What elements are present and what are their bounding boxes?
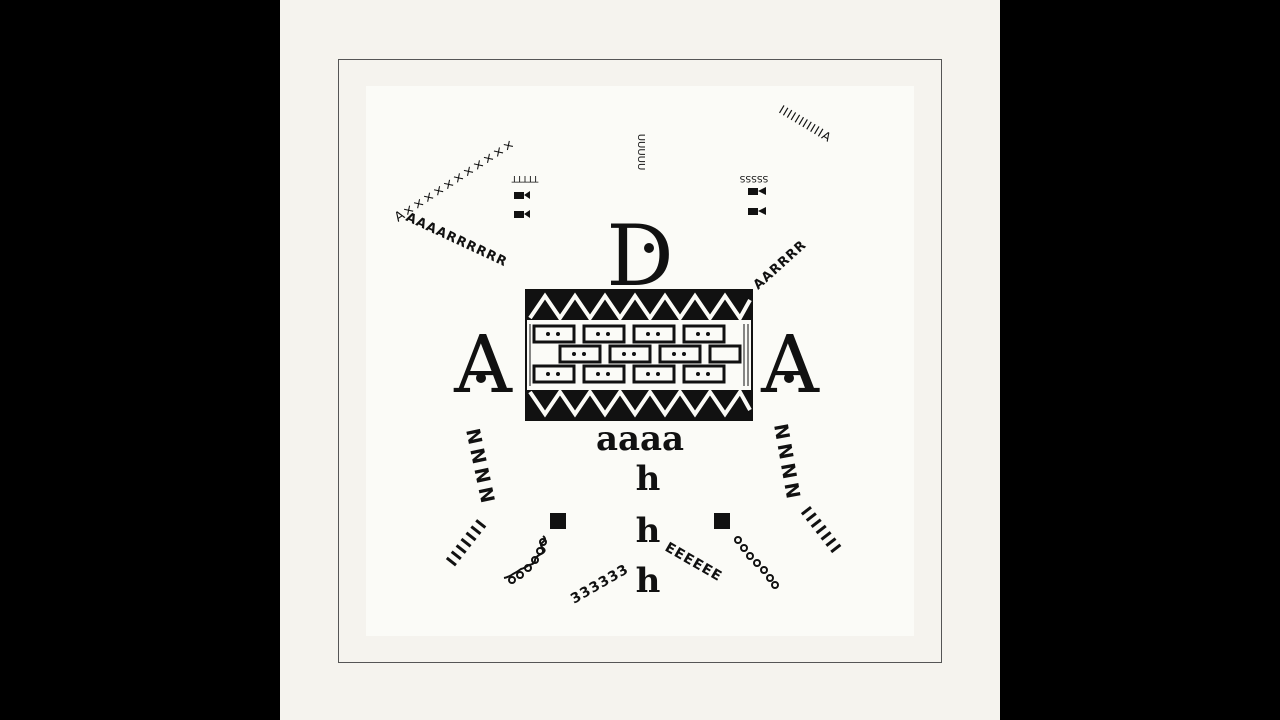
eye-dot-icon	[644, 243, 654, 253]
patterned-torso	[525, 289, 753, 421]
leg-left-n: NNNN	[461, 426, 499, 508]
eye-dot-icon	[476, 373, 486, 383]
square-left	[550, 513, 566, 529]
tail-center-left: 333333	[568, 561, 632, 607]
coil-right-icon	[734, 536, 779, 589]
small-ornament-left	[514, 191, 530, 218]
chain-arm-right: AARRRR	[751, 238, 810, 293]
text-aaaa: aaaa	[596, 419, 684, 459]
small-ornament-right	[748, 187, 766, 215]
tail-center-right: EEEEEE	[662, 540, 725, 586]
big-letter-d: D	[606, 207, 673, 305]
square-right	[714, 513, 730, 529]
text-h-1: h	[636, 459, 661, 499]
text-h-2: h	[636, 511, 661, 551]
chain-top-right: IIIIIIIIIIIA	[776, 103, 834, 145]
big-letter-a-right: A	[760, 318, 820, 411]
leg-left-i: IIIIIII	[441, 516, 490, 572]
u-column-text: UUUUU	[635, 134, 646, 171]
coil-left-icon	[503, 535, 547, 584]
eye-dot-icon	[784, 373, 794, 383]
u-column: UUUUU	[635, 134, 646, 171]
chain-arm-left: AAAARRRRRR	[403, 210, 509, 270]
leg-right-i: IIIIIII	[797, 503, 846, 559]
s-column-text: SSSSS	[739, 173, 768, 183]
leg-right-n: NNNN	[769, 422, 804, 504]
t-column-text: TTTTT	[511, 173, 539, 183]
big-letter-a-left: A	[453, 318, 513, 411]
print-border	[338, 59, 942, 663]
text-h-3: h	[636, 561, 661, 601]
